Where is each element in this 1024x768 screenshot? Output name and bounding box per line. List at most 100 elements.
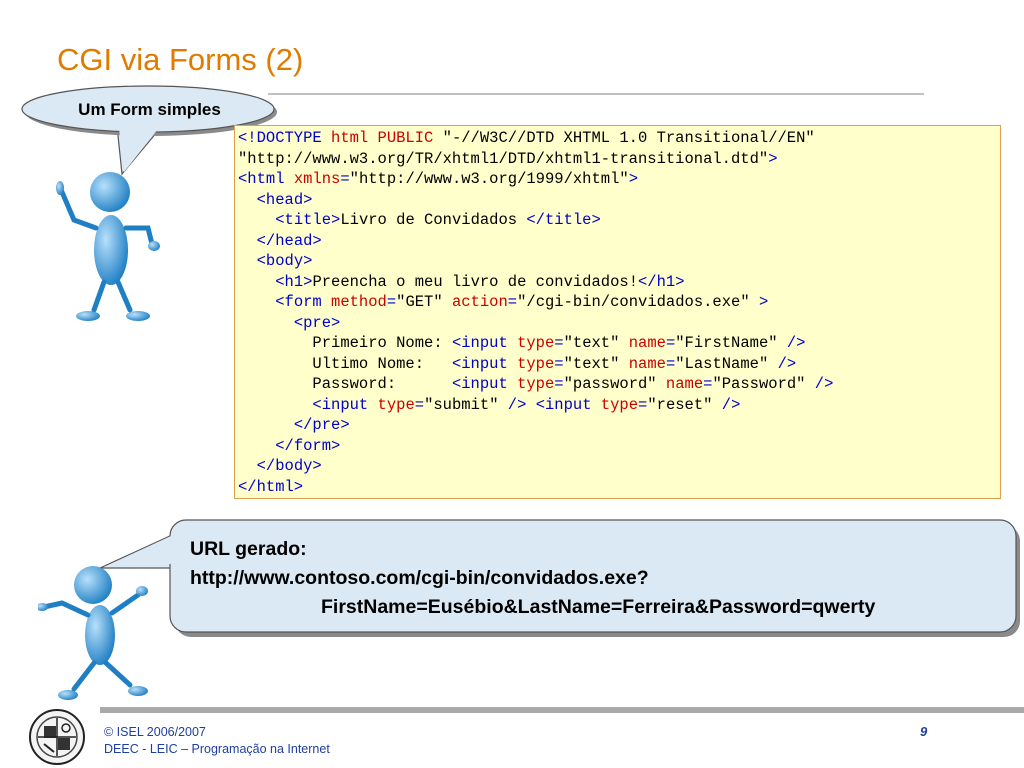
code-token: method (331, 293, 387, 311)
code-token: = (507, 293, 518, 311)
code-token: /> (786, 334, 806, 352)
code-token: "http://www.w3.org/TR/xhtml1/DTD/xhtml1-… (238, 149, 769, 168)
bubble-bottom-text: URL gerado: http://www.contoso.com/cgi-b… (190, 535, 1010, 622)
code-line: </html> (238, 477, 1000, 498)
code-token: /> (721, 395, 741, 414)
code-token: <!DOCTYPE (238, 129, 332, 147)
code-line: <head> (238, 190, 1000, 211)
code-token (238, 293, 275, 311)
code-line: </pre> (238, 415, 1000, 436)
code-token: = (665, 354, 676, 373)
code-token: Password: (238, 375, 452, 393)
code-token: /> (777, 354, 797, 373)
code-token: <input (451, 334, 518, 352)
code-token (238, 457, 257, 475)
bubble-bottom-line1: URL gerado: (190, 538, 307, 560)
code-token: <form (275, 293, 332, 311)
code-token: Livro de Convidados (340, 211, 527, 229)
code-token: = (665, 334, 676, 352)
code-token: "text" (563, 354, 629, 373)
code-token: <title> (275, 211, 341, 229)
code-line: <!DOCTYPE html PUBLIC "-//W3C//DTD XHTML… (238, 128, 1000, 149)
code-token: </html> (238, 477, 304, 496)
footer-text: © ISEL 2006/2007 DEEC - LEIC – Programaç… (104, 724, 330, 758)
code-token (238, 252, 257, 270)
code-token: "LastName" (675, 354, 778, 373)
code-token: = (414, 395, 425, 414)
code-token: "password" (563, 375, 666, 393)
code-token: "text" (563, 334, 629, 352)
code-token: </form> (275, 436, 341, 455)
code-token: html PUBLIC (331, 129, 443, 147)
code-token: </title> (526, 211, 601, 229)
code-token: action (451, 293, 508, 311)
code-token: "http://www.w3.org/1999/xhtml" (349, 170, 629, 188)
code-line: Ultimo Nome: <input type="text" name="La… (238, 354, 1000, 375)
code-token: xmlns (293, 170, 341, 188)
page-number: 9 (920, 724, 928, 739)
speech-bubble-bottom (99, 519, 1020, 637)
code-token: <input (451, 375, 518, 393)
code-token: = (340, 170, 350, 188)
code-line: Password: <input type="password" name="P… (238, 374, 1000, 395)
code-token: type (517, 354, 555, 373)
code-token: = (638, 395, 648, 414)
code-token: <head> (256, 190, 313, 209)
code-token: <html (238, 170, 294, 188)
code-token: <pre> (293, 313, 341, 332)
code-line: Primeiro Nome: <input type="text" name="… (238, 333, 1000, 354)
code-token: <input (451, 354, 518, 373)
title-divider (268, 93, 924, 95)
code-token: "GET" (396, 293, 452, 311)
code-line: <h1>Preencha o meu livro de convidados!<… (238, 272, 1000, 293)
code-token: type (600, 395, 639, 414)
bubble-top-label: Um Form simples (78, 100, 221, 119)
code-token: </pre> (293, 416, 350, 434)
code-token: "FirstName" (675, 334, 787, 352)
code-line: </head> (238, 231, 1000, 252)
code-token: "submit" (424, 395, 508, 414)
code-token: type (517, 375, 555, 393)
code-token: Primeiro Nome: (238, 334, 452, 352)
code-token: = (554, 334, 564, 352)
code-token (238, 211, 275, 229)
code-line: <title>Livro de Convidados </title> (238, 210, 1000, 231)
code-line: "http://www.w3.org/TR/xhtml1/DTD/xhtml1-… (238, 149, 1000, 170)
code-token: = (386, 293, 397, 311)
code-line: </body> (238, 456, 1000, 477)
code-line: </form> (238, 436, 1000, 457)
code-token: = (703, 375, 713, 393)
code-token (238, 314, 294, 332)
stick-figure-icon (56, 172, 160, 321)
code-token: "reset" (647, 395, 722, 414)
code-token: "Password" (712, 375, 815, 393)
code-token: <input (312, 395, 378, 414)
bubble-bottom-line3: FirstName=Eusébio&LastName=Ferreira&Pass… (321, 596, 876, 618)
code-token (238, 232, 257, 250)
code-token: <h1> (275, 272, 313, 291)
code-token: name (665, 375, 704, 393)
code-token: > (768, 149, 778, 168)
code-token: /> <input (507, 395, 601, 414)
code-token: name (628, 354, 666, 373)
isel-logo-icon (29, 709, 85, 765)
code-token: </body> (256, 457, 322, 475)
slide-title: CGI via Forms (2) (57, 42, 304, 77)
code-token: "-//W3C//DTD XHTML 1.0 Transitional//EN" (442, 129, 815, 147)
speech-bubble-top (21, 85, 277, 176)
stick-figure-icon (38, 566, 148, 700)
code-token: type (517, 334, 555, 352)
code-listing: <!DOCTYPE html PUBLIC "-//W3C//DTD XHTML… (234, 125, 1001, 499)
code-token: </h1> (638, 272, 685, 291)
code-line: <body> (238, 251, 1000, 272)
code-token (238, 416, 294, 434)
code-token: </head> (256, 231, 322, 250)
code-token: name (628, 334, 666, 352)
footer-course: DEEC - LEIC – Programação na Internet (104, 742, 330, 756)
code-token: "/cgi-bin/convidados.exe" (517, 293, 759, 311)
code-token (238, 437, 275, 455)
code-token: /> (814, 375, 834, 393)
footer-divider (100, 707, 1024, 713)
code-token (238, 273, 275, 291)
code-token: = (554, 354, 564, 373)
